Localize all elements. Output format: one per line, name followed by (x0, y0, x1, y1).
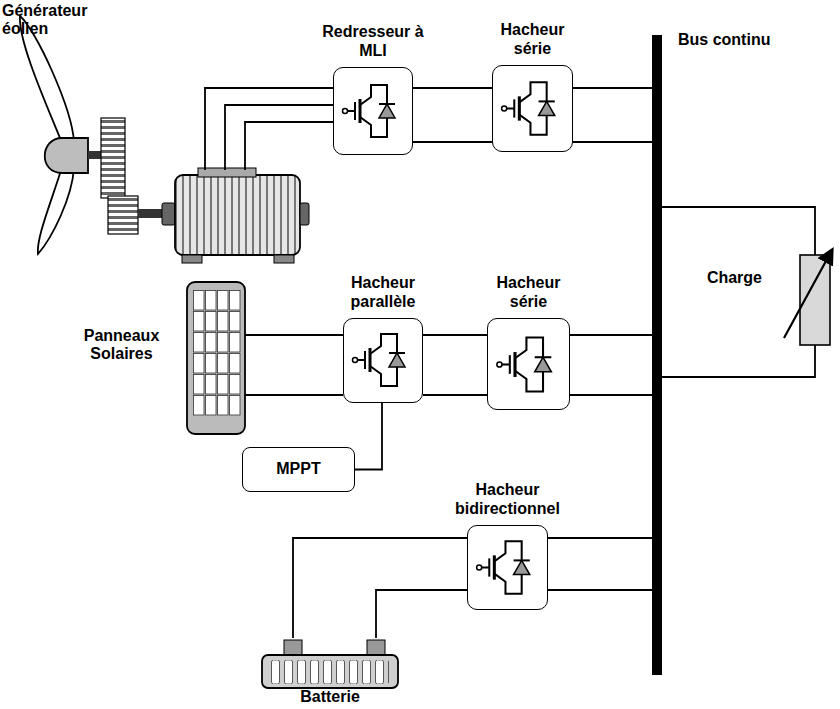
node-label: Hacheur parallèle (338, 274, 428, 311)
battery (262, 640, 398, 688)
wire-connector (423, 335, 487, 395)
node-label: Générateur éolien (2, 2, 97, 39)
illustration-part (300, 203, 309, 225)
illustration-part (274, 255, 294, 263)
node-label: Hacheur bidirectionnel (443, 481, 573, 518)
load-node: Charge (800, 255, 830, 345)
converter-box: Redresseur à MLI (333, 67, 413, 155)
illustration-part (270, 660, 389, 684)
illustration-part (784, 250, 832, 338)
illustration-part (477, 541, 530, 594)
illustration-part (38, 167, 74, 254)
node-label: Redresseur à MLI (313, 23, 433, 60)
wire-connector (293, 538, 467, 638)
illustration-part (175, 175, 300, 255)
converter-box: Hacheur série (487, 318, 570, 410)
node-label: Bus continu (678, 31, 770, 49)
node-label: Hacheur série (490, 21, 575, 58)
illustration-part (497, 338, 551, 392)
illustration-part (193, 290, 241, 416)
converter-box: Hacheur bidirectionnel (467, 525, 548, 610)
solar-panel-node: Panneaux Solaires (187, 282, 245, 434)
illustration-part (182, 255, 202, 263)
illustration-part (138, 209, 164, 218)
illustration-part (88, 151, 102, 159)
node-label: Batterie (262, 688, 398, 706)
node-label: Hacheur série (486, 274, 571, 311)
wire-connector (662, 207, 815, 377)
illustration-part (108, 196, 138, 234)
illustration-part (198, 168, 256, 177)
solar-panel (187, 282, 245, 434)
illustration-part (353, 334, 406, 386)
wire-connector (573, 88, 652, 142)
converter-box: Hacheur parallèle (343, 318, 423, 403)
control-box: MPPT (242, 447, 355, 492)
wind-turbine (20, 16, 309, 263)
wire-connector (245, 335, 343, 395)
switch-symbols (343, 82, 555, 594)
illustration-part (343, 85, 396, 137)
node-label: Panneaux Solaires (74, 327, 169, 364)
illustration-part (101, 118, 125, 198)
wire-connector (413, 88, 492, 142)
illustration-part (162, 203, 175, 225)
wire-connector (205, 88, 333, 170)
illustration-part (262, 655, 398, 688)
converter-box: Hacheur série (492, 65, 573, 152)
wire-connector (570, 335, 652, 395)
node-label: Charge (707, 269, 762, 287)
battery-node: Batterie (262, 638, 398, 688)
illustration-part (187, 282, 245, 434)
wire-connector (548, 538, 652, 590)
wire-connector (355, 403, 382, 470)
illustration-part (502, 82, 555, 135)
box-text: MPPT (276, 460, 320, 478)
illustration-part (45, 138, 88, 173)
generator-node: Générateur éolien (175, 170, 300, 255)
variable-load (784, 250, 832, 345)
dc-bus-bar: Bus continu (652, 35, 662, 675)
